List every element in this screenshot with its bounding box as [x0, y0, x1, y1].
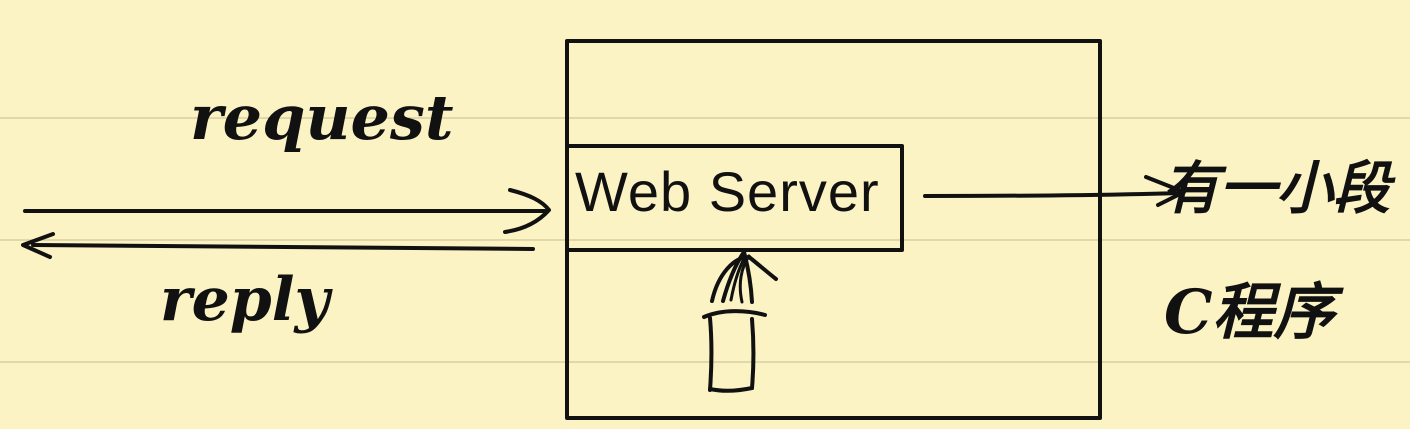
- notebook-ruled-lines: [0, 117, 1410, 363]
- external-program-label-line-2: C程序: [1164, 277, 1335, 348]
- external-program-arrow: [923, 175, 1186, 207]
- external-program-label-line-1: 有一小段: [1162, 155, 1390, 222]
- reply-label: reply: [160, 265, 330, 335]
- web-server-label: Web Server: [575, 160, 880, 223]
- request-arrow: [23, 188, 551, 234]
- web-server-box: [565, 144, 904, 252]
- reply-arrow: [21, 232, 535, 259]
- request-label: request: [190, 81, 454, 154]
- program-icon: [702, 250, 778, 393]
